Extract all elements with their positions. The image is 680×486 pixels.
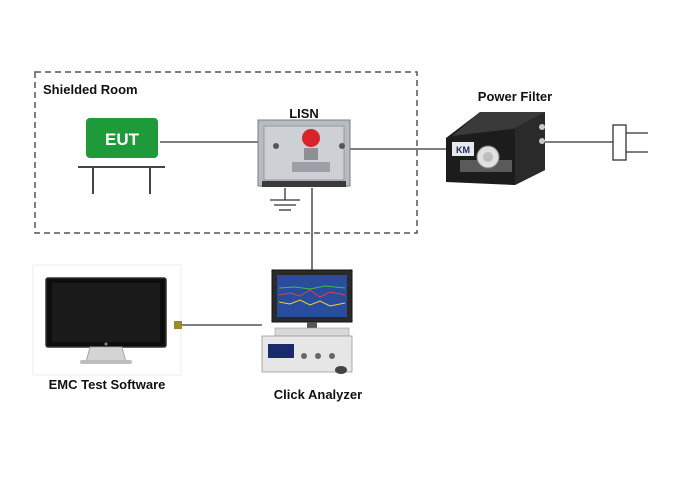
eut-label: EUT	[105, 130, 140, 149]
lisn-red-knob	[302, 129, 320, 147]
analyzer-label: Click Analyzer	[274, 387, 362, 402]
software-label: EMC Test Software	[49, 377, 166, 392]
shielded-room-boundary	[34, 71, 418, 234]
power-filter-device: KM Power Filter	[446, 89, 552, 185]
click-analyzer-device: Click Analyzer	[261, 269, 362, 402]
eut-table	[78, 166, 165, 194]
filter-brand-text: KM	[456, 145, 470, 155]
power-plug-symbol	[612, 124, 648, 161]
eut-box	[86, 118, 158, 158]
eut-device: EUT	[78, 118, 165, 194]
analyzer-mouse	[335, 366, 347, 374]
emc-software-monitor: EMC Test Software	[32, 264, 182, 392]
power-filter-label: Power Filter	[478, 89, 552, 104]
analyzer-screen	[277, 275, 347, 317]
lisn-label: LISN	[289, 106, 319, 121]
ground-symbol	[270, 188, 300, 211]
connection-wires	[160, 141, 613, 326]
shielded-room-label: Shielded Room	[43, 82, 138, 97]
lisn-device: LISN	[257, 106, 351, 187]
